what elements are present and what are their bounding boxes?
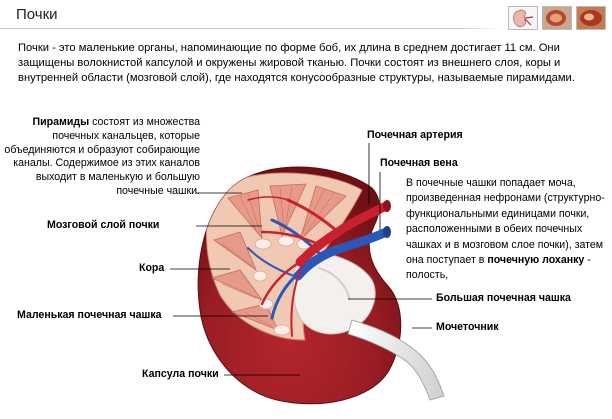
pyramids-text: состоят из множества почечных канальцев,… (4, 116, 200, 197)
label-medulla: Мозговой слой почки (47, 219, 160, 231)
calyx-note-text: В почечные чашки попадает моча, произвед… (406, 177, 605, 267)
thumb-kidney-cortex[interactable] (576, 6, 606, 30)
pyramids-note: Пирамиды состоят из множества почечных к… (4, 116, 200, 199)
kidney-section-icon (543, 7, 571, 29)
vein-end (383, 226, 391, 238)
thumb-kidney-section[interactable] (542, 6, 572, 30)
pyramids-term: Пирамиды (32, 116, 90, 128)
pelvis-shading (317, 267, 351, 301)
label-major-calyx: Большая почечная чашка (436, 292, 571, 304)
kidney-outline-icon (509, 7, 537, 29)
view-thumbnails (508, 6, 606, 30)
kidney-cortex-icon (577, 7, 605, 29)
calyx-note: В почечные чашки попадает моча, произвед… (406, 176, 606, 284)
medulla-pyramid-3 (299, 185, 347, 242)
page-title: Почки (16, 6, 58, 23)
ureter (347, 319, 445, 401)
label-capsule: Капсула почки (142, 368, 219, 380)
header-divider (0, 28, 500, 29)
page-header: Почки (0, 0, 612, 34)
calyx-note-tail: - полость, (406, 254, 591, 282)
header-divider-fade (460, 28, 500, 29)
leader-lines (170, 143, 432, 376)
thumb-kidney-outline[interactable] (508, 6, 538, 30)
artery-end (383, 200, 391, 212)
intro-paragraph: Почки - это маленькие органы, напоминающ… (18, 42, 575, 84)
calyx-note-term: почечную лоханку (487, 254, 585, 267)
label-renal-vein: Почечная вена (380, 157, 458, 169)
label-cortex: Кора (139, 262, 165, 274)
label-minor-calyx: Маленькая почечная чашка (17, 309, 162, 321)
medulla-pyramid-5 (210, 269, 264, 301)
label-ureter: Мочеточник (436, 321, 499, 333)
label-renal-artery: Почечная артерия (367, 129, 463, 141)
minor-calyces (252, 235, 312, 336)
medulla-pyramid-4 (213, 231, 257, 272)
renal-artery (247, 196, 391, 337)
